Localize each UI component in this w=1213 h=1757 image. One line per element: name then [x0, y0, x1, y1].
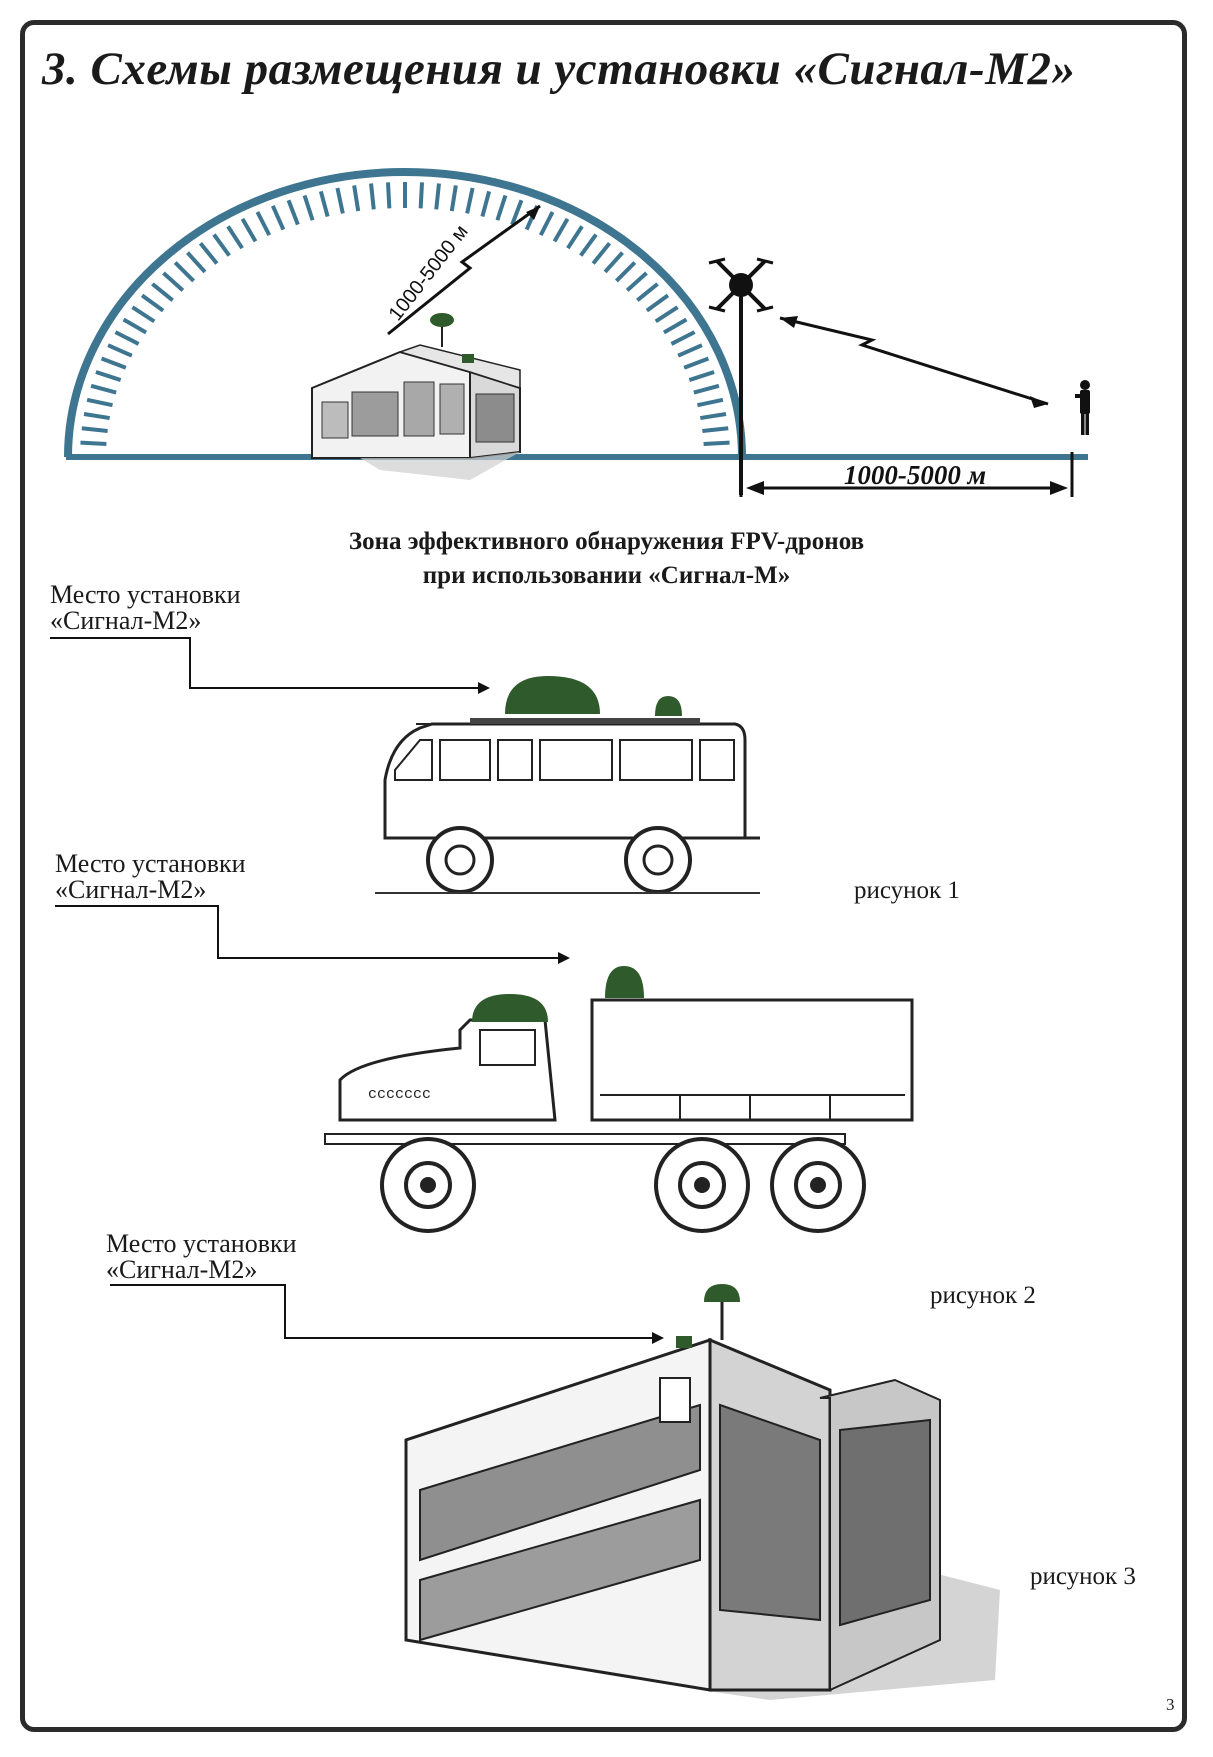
- figure-1-caption: рисунок 1: [854, 877, 960, 904]
- dome-tick: [449, 185, 458, 212]
- figure-3-caption: рисунок 3: [1030, 1563, 1136, 1590]
- dome-tick: [418, 182, 425, 209]
- dome-tick: [434, 183, 441, 210]
- van-icon: [375, 676, 760, 894]
- dome-tick: [662, 317, 688, 335]
- dome-tick: [693, 383, 720, 395]
- control-signal-bolt-icon: [779, 316, 1049, 406]
- dome-tick: [688, 370, 715, 382]
- dome-tick: [335, 187, 345, 214]
- ground-distance-label: 1000-5000 м: [844, 460, 986, 490]
- dome-tick: [186, 251, 207, 274]
- dome-tick: [81, 426, 108, 433]
- dome-tick: [122, 317, 148, 335]
- figure-2-label: Место установки «Сигнал-М2»: [55, 849, 246, 904]
- drone-icon: [708, 257, 774, 313]
- dome-tick: [677, 343, 703, 358]
- dome-tick: [683, 356, 710, 370]
- page-number: 3: [1166, 1695, 1175, 1714]
- dome-tick: [700, 412, 727, 421]
- figure-1-label: Место установки «Сигнал-М2»: [50, 580, 241, 635]
- dome-tick: [86, 397, 113, 408]
- dome-tick: [636, 282, 659, 302]
- dome-tick: [352, 185, 361, 212]
- arc-range-label: 1000-5000 м: [385, 221, 473, 325]
- dome-tick: [318, 190, 330, 218]
- dome-tick: [140, 293, 165, 313]
- dome-tick: [654, 305, 679, 324]
- figure-1-pointer: [50, 637, 488, 689]
- dome-tick: [226, 225, 244, 250]
- dome-tick: [615, 261, 637, 283]
- dome-tick: [510, 199, 524, 226]
- dome-tick: [302, 194, 315, 221]
- dome-tick: [625, 271, 648, 292]
- dome-tick: [255, 211, 272, 237]
- zone-caption: Зона эффективного обнаружения FPV-дронов…: [0, 525, 1213, 593]
- dome-tick: [566, 225, 584, 250]
- dome-tick: [107, 343, 133, 358]
- figure-1-drawing: [50, 637, 760, 894]
- building-icon: [311, 313, 521, 480]
- figure-3-pointer: [110, 1284, 662, 1339]
- dome-tick: [495, 194, 508, 221]
- dome-tick: [385, 182, 392, 209]
- page-title: 3. Схемы размещения и установки «Сигнал-…: [42, 43, 1076, 95]
- figure-2-drawing: ccccccc: [55, 905, 914, 1233]
- dome-tick: [465, 187, 475, 214]
- dome-tick: [83, 412, 110, 421]
- dome-tick: [480, 190, 492, 218]
- dome-tick: [603, 251, 624, 274]
- dome-tick: [702, 426, 729, 433]
- dome-tick: [100, 356, 127, 370]
- dome-tick: [131, 305, 156, 324]
- dome-tick: [95, 370, 122, 382]
- page-frame: [20, 20, 1187, 1732]
- dome-tick: [198, 242, 219, 265]
- operator-icon: [1075, 380, 1090, 435]
- zone-caption-line2: при использовании «Сигнал-М»: [422, 562, 791, 589]
- detection-zone-diagram: 1000-5000 м 1000-5000 м: [64, 167, 1090, 497]
- office-building-icon: [404, 1284, 1000, 1700]
- zone-caption-line1: Зона эффективного обнаружения FPV-дронов: [348, 528, 865, 555]
- dome-tick: [173, 261, 195, 283]
- dome-tick: [162, 271, 185, 292]
- dome-tick: [538, 211, 555, 237]
- dome-tick: [80, 440, 107, 446]
- dome-tick: [151, 282, 174, 302]
- dome-tick: [670, 330, 696, 346]
- truck-icon: ccccccc: [324, 966, 914, 1233]
- svg-text:ccccccc: ccccccc: [368, 1086, 431, 1103]
- dome-tick: [591, 242, 612, 265]
- dome-tick: [114, 330, 140, 346]
- figure-3-label: Место установки «Сигнал-М2»: [106, 1229, 297, 1284]
- dome-tick: [212, 233, 231, 257]
- dome-tick: [369, 183, 376, 210]
- figure-2-pointer: [55, 905, 568, 959]
- dome-tick: [286, 199, 300, 226]
- figure-3-drawing: [110, 1284, 1000, 1700]
- dome-tick: [90, 383, 117, 395]
- dome-tick: [579, 233, 598, 257]
- figure-2-caption: рисунок 2: [930, 1282, 1036, 1309]
- dome-tick: [645, 293, 670, 313]
- dome-tick: [240, 217, 258, 243]
- dome-arc: [64, 167, 746, 458]
- dome-tick: [270, 204, 286, 231]
- signal-bolt-icon: [387, 204, 541, 336]
- dome-tick: [703, 440, 730, 446]
- dome-tick: [552, 217, 570, 243]
- dome-tick: [697, 397, 724, 408]
